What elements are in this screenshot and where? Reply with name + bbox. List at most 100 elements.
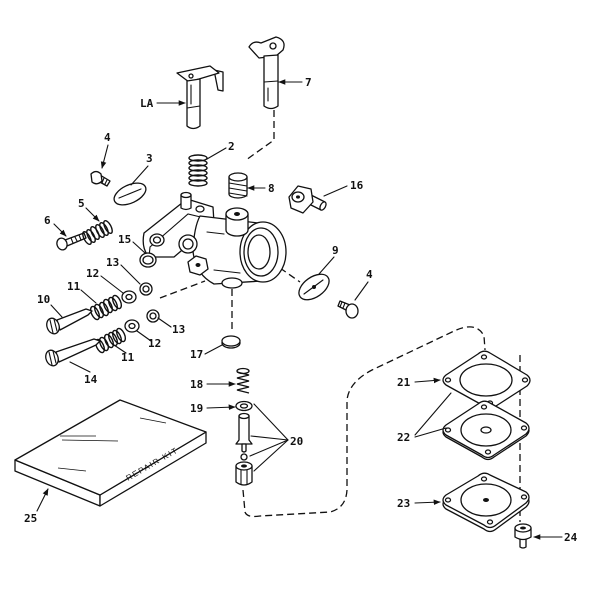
- diaphragm-22: [442, 400, 530, 461]
- spring-5-coil: [82, 230, 92, 246]
- choke-shaft-dashed-line: [245, 110, 275, 161]
- bowl-gasket-21: [442, 350, 531, 410]
- fuel-inlet-tube-end: [319, 201, 327, 211]
- leader-line-2: [206, 147, 227, 160]
- diaphragm-cover-23: [442, 472, 530, 533]
- spring-11-upper: [89, 294, 123, 321]
- idle-needle-head: [46, 317, 60, 335]
- repair-kit-glare-lines: [57, 417, 167, 472]
- callout-10: 10: [37, 293, 50, 306]
- callout-11-upper: 11: [67, 280, 81, 293]
- idle-screw-spring: [82, 219, 113, 246]
- cover-23-hole: [444, 497, 452, 503]
- choke-boss-hole: [234, 212, 240, 216]
- leader-line-20: [249, 439, 289, 457]
- choke-spring-coil: [228, 182, 248, 197]
- leader-line-12-lower: [136, 330, 152, 342]
- gasket-21-opening: [459, 363, 513, 397]
- cover-23-hole: [486, 519, 494, 525]
- idle-needle-knurl: [49, 318, 58, 334]
- callout-4-right: 4: [366, 268, 373, 281]
- choke-shaft-lever: [248, 36, 285, 59]
- throttle-shaft-flat: [186, 84, 201, 109]
- spring-2-coil: [188, 174, 208, 182]
- cover-screw-24: [514, 523, 532, 549]
- spring-11-upper-coil: [98, 301, 110, 317]
- spring-2-coil: [188, 154, 208, 162]
- choke-screw-threads: [339, 301, 346, 309]
- inlet-needle-tip: [241, 443, 247, 453]
- main-mixture-needle: [45, 338, 101, 367]
- inlet-needle-body: [235, 415, 253, 445]
- leader-line-15: [132, 241, 146, 254]
- choke-plate-line: [303, 279, 324, 295]
- spring-2-coil: [188, 159, 208, 167]
- callout-24: 24: [564, 531, 578, 544]
- washer-12-lower: [124, 319, 140, 333]
- leader-line-20: [250, 435, 289, 441]
- main-needle-knurl: [48, 350, 57, 366]
- callout-6: 6: [44, 214, 51, 227]
- callout-25: 25: [24, 512, 37, 525]
- diaphragm-22-hole: [480, 404, 488, 410]
- choke-shaft-slot: [263, 80, 279, 102]
- main-port-bore: [195, 263, 201, 267]
- leader-line-9: [318, 256, 335, 275]
- callout-12-lower: 12: [148, 337, 161, 350]
- washer-12-upper-inner: [125, 293, 133, 301]
- cover-23-center-dot: [483, 498, 489, 502]
- o-ring-13-upper: [139, 282, 153, 296]
- o-ring-13-lower-inner: [149, 312, 157, 320]
- leader-line-13-upper: [120, 264, 141, 285]
- leader-line-4-right: [354, 281, 369, 301]
- callout-1a: LA: [140, 97, 154, 110]
- cover-screw-slot: [520, 526, 526, 530]
- leader-line-23: [414, 499, 441, 506]
- throttle-shaft-rod: [186, 78, 201, 130]
- callout-16: 16: [350, 179, 364, 192]
- choke-lever-hole: [269, 42, 277, 50]
- callout-18: 18: [190, 378, 203, 391]
- spring-11-lower-coil: [107, 331, 119, 347]
- spring-11-upper-coil: [93, 303, 105, 319]
- leader-line-16: [323, 185, 348, 197]
- o-ring-13-upper-inner: [142, 285, 150, 293]
- choke-spring-top: [228, 172, 248, 182]
- flange-upper-hole: [195, 205, 205, 213]
- throttle-screw-threads: [101, 177, 108, 185]
- spring-5-coil: [95, 223, 105, 239]
- leader-line-22: [414, 392, 452, 436]
- callout-labels: LA 7 4 3 2 8 16 5 6 15 9 4 13 12 11 10 1…: [24, 76, 578, 544]
- spring-5-coil: [86, 228, 96, 244]
- leader-line-5: [85, 207, 100, 222]
- inlet-needle-cap: [238, 412, 250, 420]
- callout-4-left: 4: [104, 131, 111, 144]
- leader-line-20: [253, 403, 289, 441]
- assembly-dashed-lines: [159, 110, 521, 522]
- cover-23-hole: [480, 476, 488, 482]
- o-ring-15-inner: [142, 255, 154, 265]
- welch-plug-17: [221, 335, 241, 349]
- leader-line-20: [253, 439, 289, 472]
- callout-14: 14: [84, 373, 98, 386]
- callout-11-lower: 11: [121, 351, 135, 364]
- leader-line-22: [414, 427, 447, 438]
- throttle-shaft-lever: [176, 65, 220, 83]
- welch-plug-face: [221, 335, 241, 347]
- leader-line-11-upper: [80, 289, 97, 304]
- callout-13-lower: 13: [172, 323, 185, 336]
- throttle-shaft-boss-top: [180, 191, 192, 199]
- inlet-needle-seat-20: [235, 412, 253, 486]
- choke-spring: [228, 172, 248, 199]
- choke-shaft: [248, 36, 285, 110]
- leader-line-3: [130, 165, 149, 186]
- idle-needle-shank: [56, 308, 93, 331]
- callout-2: 2: [228, 140, 235, 153]
- throttle-plate-screw: [90, 170, 111, 187]
- leader-line-19: [206, 404, 236, 411]
- throttle-plate-line: [118, 188, 142, 199]
- washer-19-inner: [239, 403, 249, 409]
- leader-line-10: [50, 304, 63, 318]
- idle-speed-screw: [56, 232, 87, 251]
